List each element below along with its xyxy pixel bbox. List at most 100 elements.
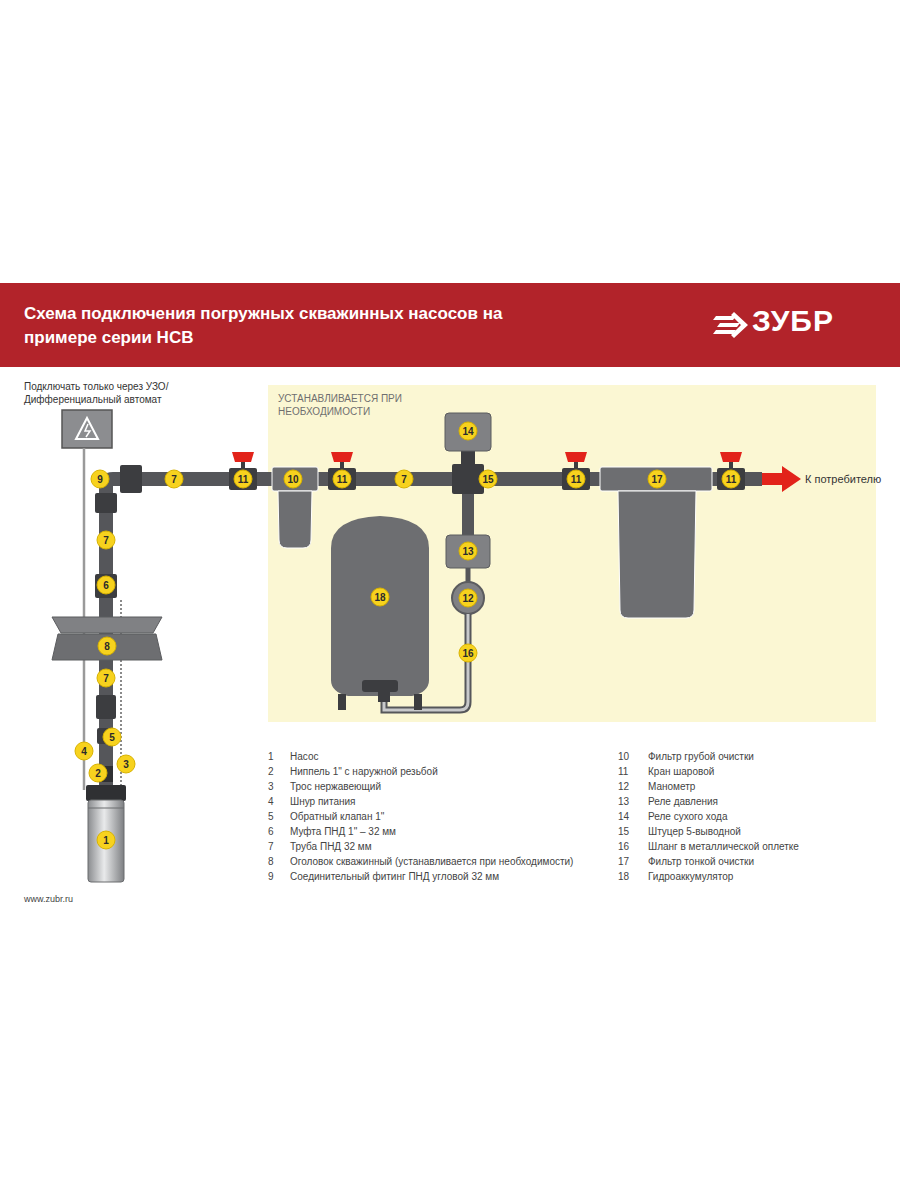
logo-icon: [713, 312, 748, 338]
zone-heading: УСТАНАВЛИВАЕТСЯ ПРИ НЕОБХОДИМОСТИ: [278, 392, 408, 418]
callout-number: 11: [333, 470, 352, 489]
part-name: Обратный клапан 1": [290, 811, 384, 823]
legend-number: 15: [618, 826, 629, 838]
manometer: [452, 582, 484, 614]
electric-box: [62, 410, 112, 448]
relay-stem: [466, 568, 471, 582]
part-name: Труба ПНД 32 мм: [290, 841, 372, 853]
part-name: Штуцер 5-выводной: [648, 826, 741, 838]
callout-number: 7: [97, 531, 116, 550]
pump: [86, 785, 126, 882]
logo-icon: [713, 316, 736, 320]
callout-number: 17: [648, 470, 667, 489]
callout-number: 4: [75, 742, 94, 761]
legend-number: 7: [268, 841, 274, 853]
electric-box: [76, 418, 98, 439]
coarse-filter: [272, 467, 318, 491]
pressure-relay: [446, 535, 490, 568]
callout-number: 7: [395, 470, 414, 489]
wellhead: [52, 634, 162, 660]
five-way-fitting: [452, 450, 484, 535]
legend-number: 4: [268, 796, 274, 808]
electric-box: [85, 424, 90, 437]
website: www.zubr.ru: [24, 894, 73, 904]
callout-number: 8: [98, 637, 117, 656]
fine-filter: [600, 467, 712, 618]
callout-number: 15: [479, 470, 498, 489]
wellhead: [52, 617, 162, 660]
flow-arrow: [762, 466, 801, 492]
logo-icon: [717, 323, 740, 327]
part-name: Фильтр тонкой очистки: [648, 856, 754, 868]
callout-number: 9: [91, 470, 110, 489]
coarse-filter: [272, 467, 318, 548]
title: Схема подключения погружных скважинных н…: [24, 302, 544, 350]
callout-number: 12: [459, 589, 478, 608]
five-way-fitting: [462, 494, 474, 535]
pump: [88, 808, 124, 809]
callout-number: 7: [97, 669, 116, 688]
header-band: [0, 283, 900, 367]
callout-number: 11: [234, 470, 253, 489]
warning-note: Подключать только через УЗО/Дифференциал…: [24, 380, 189, 406]
part-name: Оголовок скважинный (устанавливается при…: [290, 856, 573, 868]
callout-number: 2: [89, 764, 108, 783]
ball-valve: [720, 452, 742, 462]
part-name: Реле сухого хода: [648, 811, 727, 823]
part-name: Реле давления: [648, 796, 718, 808]
pipes: [120, 465, 142, 493]
part-name: Фильтр грубой очистки: [648, 751, 754, 763]
legend-number: 11: [618, 766, 628, 778]
pump: [88, 800, 124, 882]
part-name: Гидроаккумулятор: [648, 871, 733, 883]
ball-valve: [328, 468, 356, 490]
legend-number: 16: [618, 841, 629, 853]
accumulator-tank: [338, 694, 346, 710]
part-name: Насос: [290, 751, 318, 763]
callout-number: 1: [97, 831, 116, 850]
accumulator-tank: [414, 694, 422, 710]
legend-number: 1: [268, 751, 274, 763]
ball-valve: [562, 468, 590, 490]
part-name: Ниппель 1" с наружной резьбой: [290, 766, 438, 778]
accumulator-tank: [362, 680, 398, 692]
five-way-fitting: [461, 450, 475, 466]
logo-icon: [731, 312, 748, 338]
accumulator-tank: [331, 516, 429, 696]
callout-number: 13: [459, 542, 478, 561]
ball-valve: [717, 468, 745, 490]
part-name: Соединительный фитинг ПНД угловой 32 мм: [290, 871, 499, 883]
legend-number: 10: [618, 751, 629, 763]
callout-number: 5: [103, 728, 122, 747]
pipes: [96, 695, 116, 719]
legend-number: 8: [268, 856, 274, 868]
callout-number: 11: [567, 470, 586, 489]
callout-number: 7: [165, 470, 184, 489]
part-name: Манометр: [648, 781, 695, 793]
fine-filter: [618, 491, 696, 618]
ball-valve: [232, 452, 254, 462]
pipes: [95, 574, 117, 598]
legend-number: 9: [268, 871, 274, 883]
callout-number: 14: [459, 422, 478, 441]
legend-number: 6: [268, 826, 274, 838]
legend-number: 17: [618, 856, 629, 868]
legend-number: 18: [618, 871, 629, 883]
part-name: Муфта ПНД 1" – 32 мм: [290, 826, 396, 838]
legend-number: 13: [618, 796, 629, 808]
callout-number: 6: [97, 576, 116, 595]
legend-number: 12: [618, 781, 629, 793]
brand-logo: ЗУБР: [752, 306, 834, 336]
ball-valve: [331, 452, 353, 462]
pipes: [92, 465, 762, 788]
callout-number: 18: [371, 588, 390, 607]
fine-filter: [600, 467, 712, 491]
callout-number: 10: [284, 470, 303, 489]
part-name: Шнур питания: [290, 796, 355, 808]
part-name: Шланг в металлической оплетке: [648, 841, 799, 853]
ball-valve: [229, 452, 745, 490]
